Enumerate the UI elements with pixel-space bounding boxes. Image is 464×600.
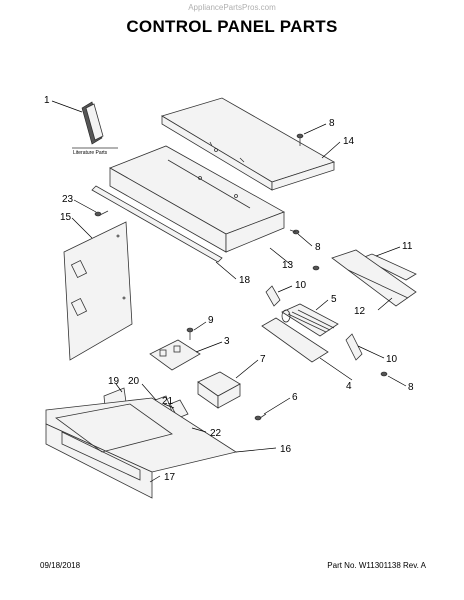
callout-19: 19 bbox=[108, 376, 120, 387]
callout-11: 11 bbox=[402, 241, 413, 252]
screw-8-top[interactable] bbox=[296, 133, 304, 146]
part-16-control-panel-front[interactable] bbox=[45, 397, 238, 499]
leader-lines bbox=[51, 100, 407, 483]
callout-8-top: 8 bbox=[329, 118, 335, 129]
callout-14: 14 bbox=[343, 136, 355, 147]
part-1-literature-booklet[interactable] bbox=[72, 101, 118, 149]
screw-8-bottom[interactable] bbox=[380, 371, 388, 377]
callout-8-mid: 8 bbox=[315, 242, 321, 253]
callout-21: 21 bbox=[162, 396, 174, 407]
screw-23[interactable] bbox=[94, 210, 109, 217]
part-7-transformer[interactable] bbox=[197, 371, 241, 409]
callout-17: 17 bbox=[164, 472, 176, 483]
footer-part-number: Part No. W11301138 Rev. A bbox=[327, 561, 426, 570]
part-14-upper-cover[interactable] bbox=[161, 97, 335, 191]
screw-9[interactable] bbox=[186, 327, 194, 340]
callout-3: 3 bbox=[224, 336, 230, 347]
screw-8-mid[interactable] bbox=[289, 229, 300, 235]
part-5-fan-blower[interactable] bbox=[281, 303, 339, 337]
callout-1: 1 bbox=[44, 95, 50, 106]
part-4-deflector[interactable] bbox=[261, 317, 329, 363]
callout-4: 4 bbox=[346, 381, 352, 392]
callout-7: 7 bbox=[260, 354, 266, 365]
part-15-side-panel[interactable] bbox=[63, 221, 133, 361]
screw-6[interactable] bbox=[254, 413, 267, 421]
callout-16: 16 bbox=[280, 444, 292, 455]
callout-8-bottom: 8 bbox=[408, 382, 414, 393]
callout-10-upper: 10 bbox=[295, 280, 307, 291]
callout-15: 15 bbox=[60, 212, 72, 223]
footer-date: 09/18/2018 bbox=[40, 561, 81, 570]
callout-13: 13 bbox=[282, 260, 294, 271]
callout-23: 23 bbox=[62, 194, 74, 205]
literature-parts-label: Literature Parts bbox=[73, 150, 108, 156]
callout-numbers: 1 8 14 23 15 8 11 13 18 10 5 12 9 3 10 7… bbox=[44, 95, 414, 483]
callout-9: 9 bbox=[208, 315, 214, 326]
screw-8-bracket[interactable] bbox=[312, 265, 320, 271]
part-3-control-board[interactable] bbox=[149, 339, 201, 371]
page-title: CONTROL PANEL PARTS bbox=[126, 17, 338, 36]
part-13-lower-tray[interactable] bbox=[109, 145, 285, 253]
callout-6: 6 bbox=[292, 392, 298, 403]
part-18-rail-strip[interactable] bbox=[91, 185, 223, 263]
callout-22: 22 bbox=[210, 428, 222, 439]
part-17-glass-trim[interactable] bbox=[55, 403, 173, 481]
part-11-bracket[interactable] bbox=[361, 253, 417, 281]
watermark-text: AppliancePartsPros.com bbox=[188, 3, 276, 12]
callout-5: 5 bbox=[331, 294, 337, 305]
callout-10-lower: 10 bbox=[386, 354, 398, 365]
callout-12: 12 bbox=[354, 306, 366, 317]
part-10-upper-bracket[interactable] bbox=[265, 285, 281, 307]
callout-20: 20 bbox=[128, 376, 140, 387]
callout-18: 18 bbox=[239, 275, 251, 286]
part-12-bracket[interactable] bbox=[331, 249, 417, 307]
part-10-lower-bracket[interactable] bbox=[345, 333, 363, 361]
